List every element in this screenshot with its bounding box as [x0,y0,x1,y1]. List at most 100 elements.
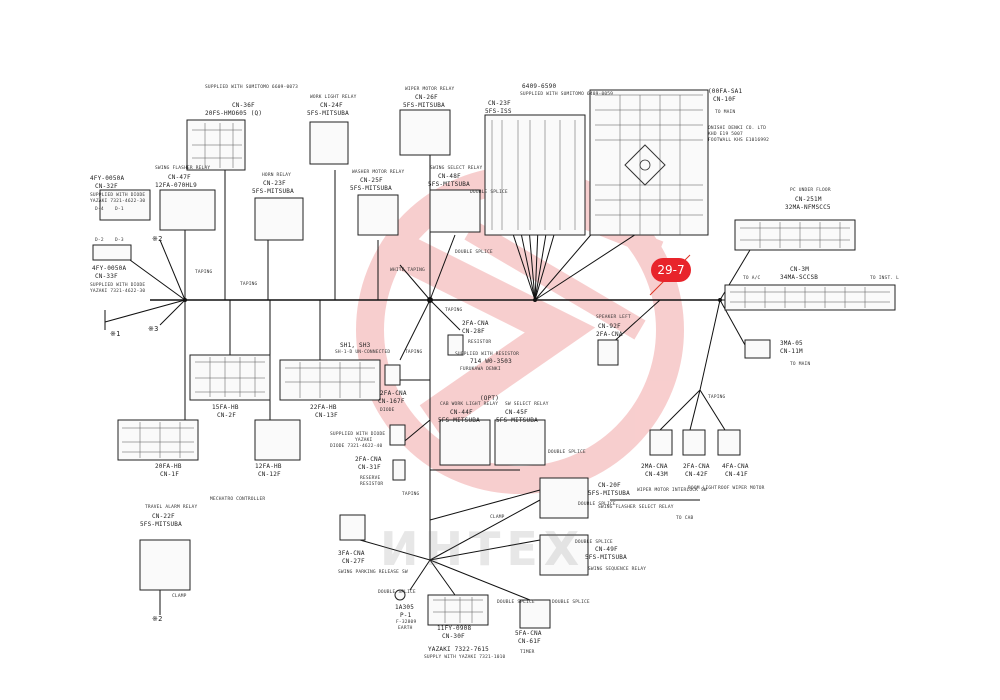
double-splice-4: DOUBLE SPLICE [578,502,616,507]
cn36f-note: SUPPLIED WITH SUMITOMO 6609-0073 [205,85,299,90]
resistor-part: 714 W0-3503 [470,358,512,365]
resistor2-label: RESISTOR [360,482,384,487]
cn251m-part: 32MA-NFMSCC5 [785,204,831,211]
onishi-1: ONISHI DENKI CO. LTD [708,126,767,131]
flasher-title: SWING FLASHER RELAY [155,166,211,171]
cn27f-name: CN-27F [342,558,365,565]
resistor-maker: FURUKAWA DENKI [460,367,501,372]
cn24f-name: CN-24F [320,102,343,109]
clamp-label: CLAMP [172,594,187,599]
reserve-label: RESERVE [360,476,381,481]
cn22f-name: CN-22F [152,513,175,520]
cn167f-name: CN-167F [378,398,405,405]
sh-label: SH1, SH3 [340,342,371,349]
cn33f-part: 4FY-0050A [92,265,127,272]
cn92f-name: CN-92F [598,323,621,330]
cn20f-name: CN-20F [598,482,621,489]
swing-flasher-select: SWING FLASHER SELECT RELAY [598,505,674,510]
white-taping: WHITE TAPING [390,268,425,273]
cn1f-part: 20FA-HB [155,463,182,470]
cab-work-title: CAB WORK LIGHT RELAY [440,402,499,407]
cn30f-part: 11FY-0908 [437,625,472,632]
cn61f-name: CN-61F [518,638,541,645]
cn10f-name: CN-10F [713,96,736,103]
cn43m-name: CN-43M [645,471,668,478]
taping-label-4: TAPING [708,395,726,400]
cn22f-part: 5FS-MITSUBA [140,521,182,528]
swing-select-title: SWING SELECT RELAY [430,166,483,171]
cn1f-name: CN-1F [160,471,180,478]
cn33f-note1: SUPPLIED WITH DIODE [90,283,146,288]
cn32f-note2: YAZAKI 7321-4622-30 [90,199,146,204]
onishi-3: FOOTWALL KHS E1016992 [708,138,770,143]
cn49f-name: CN-49F [595,546,618,553]
double-splice-5: DOUBLE SPLICE [575,540,613,545]
diode2-note2: YAZAKI [355,438,373,443]
cn24f-part: 5FS-MITSUBA [307,110,349,117]
cn27f-part: 3FA-CNA [338,550,365,557]
p1-part: 1A305 [395,604,415,611]
p1-name: P-1 [400,612,412,619]
to-inst: TO INST. L [870,276,900,281]
cn25f-name: CN-25F [360,177,383,184]
mark-3: ※3 [148,325,159,333]
cn23f2-name: CN-23F [263,180,286,187]
cn2f-name: CN-2F [217,412,237,419]
double-splice-2: DOUBLE SPLICE [455,250,493,255]
timer-label: TIMER [520,650,535,655]
cn2f-part: 15FA-HB [212,404,239,411]
cn3m-part: 34MA-SCCSB [780,274,819,281]
mark-1: ※1 [110,330,121,338]
sh-note: SH-1-D UN-CONNECTED [335,350,391,355]
cn47f-part: 12FA-070HL9 [155,182,197,189]
taping-label-2: TAPING [240,282,258,287]
double-splice-3: DOUBLE SPLICE [548,450,586,455]
cn23f-name: CN-23F [488,100,511,107]
d1-label: D-4 [95,207,104,212]
cn42f-part: 2FA-CNA [683,463,710,470]
cn25f-part: 5FS-MITSUBA [350,185,392,192]
double-splice-7: DOUBLE SPLICE [497,600,535,605]
cn31f-part: 2FA-CNA [355,456,382,463]
cn13f-name: CN-13F [315,412,338,419]
cn28f-name: CN-28F [462,328,485,335]
watermark-text: ИНТЕХ [380,522,586,576]
to-main-1: TO MAIN [715,110,736,115]
double-splice-1: DOUBLE SPLICE [470,190,508,195]
cn41f-name: CN-41F [725,471,748,478]
cn30f-name: CN-30F [442,633,465,640]
horn-title: HORN RELAY [262,173,292,178]
taping-label-3: TAPING [445,308,463,313]
swing-seq: SWING SEQUENCE RELAY [588,567,647,572]
cn3m-name: CN-3M [790,266,810,273]
taping-label-1: TAPING [195,270,213,275]
onishi-2: KHD E19 5007 [708,132,743,137]
opt-label: (OPT) [480,395,500,402]
cn26f-name: CN-26F [415,94,438,101]
resistor-label: RESISTOR [468,340,492,345]
cn32f-name: CN-32F [95,183,118,190]
cn48f-part: 5FS-MITSUBA [428,181,470,188]
page-number-badge[interactable]: 29-7 [651,258,691,282]
roof-wiper: ROOF WIPER MOTOR [718,486,765,491]
cn44f-part: 5FS-MITSUBA [438,417,480,424]
clamp2-label: CLAMP [490,515,505,520]
cn36f-name: CN-36F [232,102,255,109]
diode2-note1: SUPPLIED WITH DIODE [330,432,386,437]
cn42f-name: CN-42F [685,471,708,478]
mark-2-a: ※2 [152,235,163,243]
cn23f-part: 5FS-ISS [485,108,512,115]
cn47f-name: CN-47F [168,174,191,181]
cn28f-part: 2FA-CNA [462,320,489,327]
p1-note: F-32809 [396,620,417,625]
cn45f-part: 5FS-MITSUBA [496,417,538,424]
cn32f-part: 4FY-0050A [90,175,125,182]
cn92f-part: 2FA-CNA [596,331,623,338]
cn31f-name: CN-31F [358,464,381,471]
cn30f-note: SUPPLY WITH YAZAKI 7321-1010 [424,655,506,660]
cn26f-title: WIPER MOTOR RELAY [405,87,455,92]
to-ac: TO A/C [743,276,761,281]
cn49f-part: 5FS-MITSUBA [585,554,627,561]
